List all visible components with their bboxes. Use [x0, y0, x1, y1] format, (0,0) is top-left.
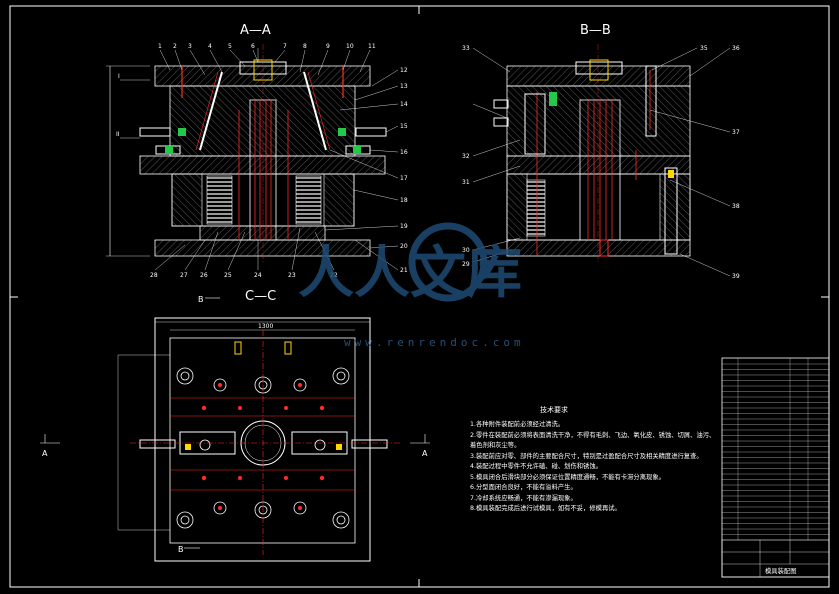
part-number: 25 — [224, 272, 232, 279]
part-number: 33 — [462, 45, 470, 52]
part-number: 13 — [400, 83, 408, 90]
part-number: 30 — [462, 247, 470, 254]
watermark-text: 人人文库 — [298, 241, 522, 306]
part-number: 22 — [330, 272, 338, 279]
svg-text:II: II — [116, 131, 120, 138]
technical-requirements: 技术要求 1.各种附件装配前必须经过清洗。 2.零件在装配前必须将表面清洗干净，… — [470, 405, 715, 512]
svg-text:I: I — [118, 73, 120, 80]
tech-requirement-item: 着色剂和灰尘等。 — [470, 440, 520, 449]
view-title-bb: B—B — [580, 23, 611, 38]
part-number: 6 — [251, 43, 255, 50]
part-number: 11 — [368, 43, 376, 50]
tech-requirement-item: 8.模具装配完成后进行试模具，如有不妥，修模再试。 — [470, 503, 621, 512]
tech-requirement-item: 1.各种附件装配前必须经过清洗。 — [470, 419, 564, 428]
dimension-text: 1300 — [258, 323, 273, 330]
part-number: 35 — [700, 45, 708, 52]
tech-requirement-item: 5.模具闭合后滑块部分必须保证位置精度通畅，不能有卡滞分离现象。 — [470, 472, 665, 481]
part-number: 2 — [173, 43, 177, 50]
part-number: 4 — [208, 43, 212, 50]
tech-requirement-item: 4.装配过程中零件不允许磕、碰、划伤和锈蚀。 — [470, 461, 602, 470]
part-number: 12 — [400, 67, 408, 74]
title-block: 模具装配图 — [721, 357, 830, 578]
section-view-bb: B—B — [462, 23, 740, 280]
part-number: 23 — [288, 272, 296, 279]
part-number: 19 — [400, 223, 408, 230]
part-number: 18 — [400, 197, 408, 204]
part-number: 32 — [462, 153, 470, 160]
tech-requirement-item: 2.零件在装配前必须将表面清洗干净，不得有毛刺、飞边、氧化皮、锈蚀、切屑、油污、 — [470, 430, 715, 439]
view-title-aa: A—A — [240, 23, 271, 38]
section-mark-b-top: B — [198, 295, 204, 304]
watermark-url: www.renrendoc.com — [344, 336, 525, 349]
watermark-logo: 人人文库 www.renrendoc.com — [298, 222, 525, 349]
part-number: 26 — [200, 272, 208, 279]
part-number: 3 — [188, 43, 192, 50]
tech-requirement-item: 7.冷却系统应畅通，不能有渗漏现象。 — [470, 493, 577, 502]
part-number: 29 — [462, 261, 470, 268]
part-number: 31 — [462, 179, 470, 186]
part-number: 10 — [346, 43, 354, 50]
section-view-aa: A—A — [106, 23, 408, 279]
tech-requirement-item: 6.分型面闭合良好，不能有溢料产生。 — [470, 482, 577, 491]
part-number: 8 — [303, 43, 307, 50]
part-number: 15 — [400, 123, 408, 130]
part-number: 9 — [326, 43, 330, 50]
section-mark-a-right: A — [422, 449, 428, 458]
part-number: 1 — [158, 43, 162, 50]
part-number: 14 — [400, 101, 408, 108]
part-number: 37 — [732, 129, 740, 136]
part-number: 27 — [180, 272, 188, 279]
part-number: 21 — [400, 267, 408, 274]
part-number: 36 — [732, 45, 740, 52]
part-number: 20 — [400, 243, 408, 250]
part-number: 7 — [283, 43, 287, 50]
part-number: 24 — [254, 272, 262, 279]
section-view-cc: C—C B 1300 — [40, 289, 430, 562]
section-mark-b-bottom: B — [178, 545, 184, 554]
part-number: 38 — [732, 203, 740, 210]
part-number: 16 — [400, 149, 408, 156]
tech-requirement-item: 3.装配前应对零、部件的主要配合尺寸，特别是过盈配合尺寸及相关精度进行复查。 — [470, 451, 703, 460]
drawing-name: 模具装配图 — [765, 566, 796, 575]
part-number: 28 — [150, 272, 158, 279]
part-number: 5 — [228, 43, 232, 50]
part-number: 17 — [400, 175, 408, 182]
section-mark-a-left: A — [42, 449, 48, 458]
tech-requirements-heading: 技术要求 — [540, 405, 568, 414]
part-number: 39 — [732, 273, 740, 280]
view-title-cc: C—C — [245, 289, 276, 304]
